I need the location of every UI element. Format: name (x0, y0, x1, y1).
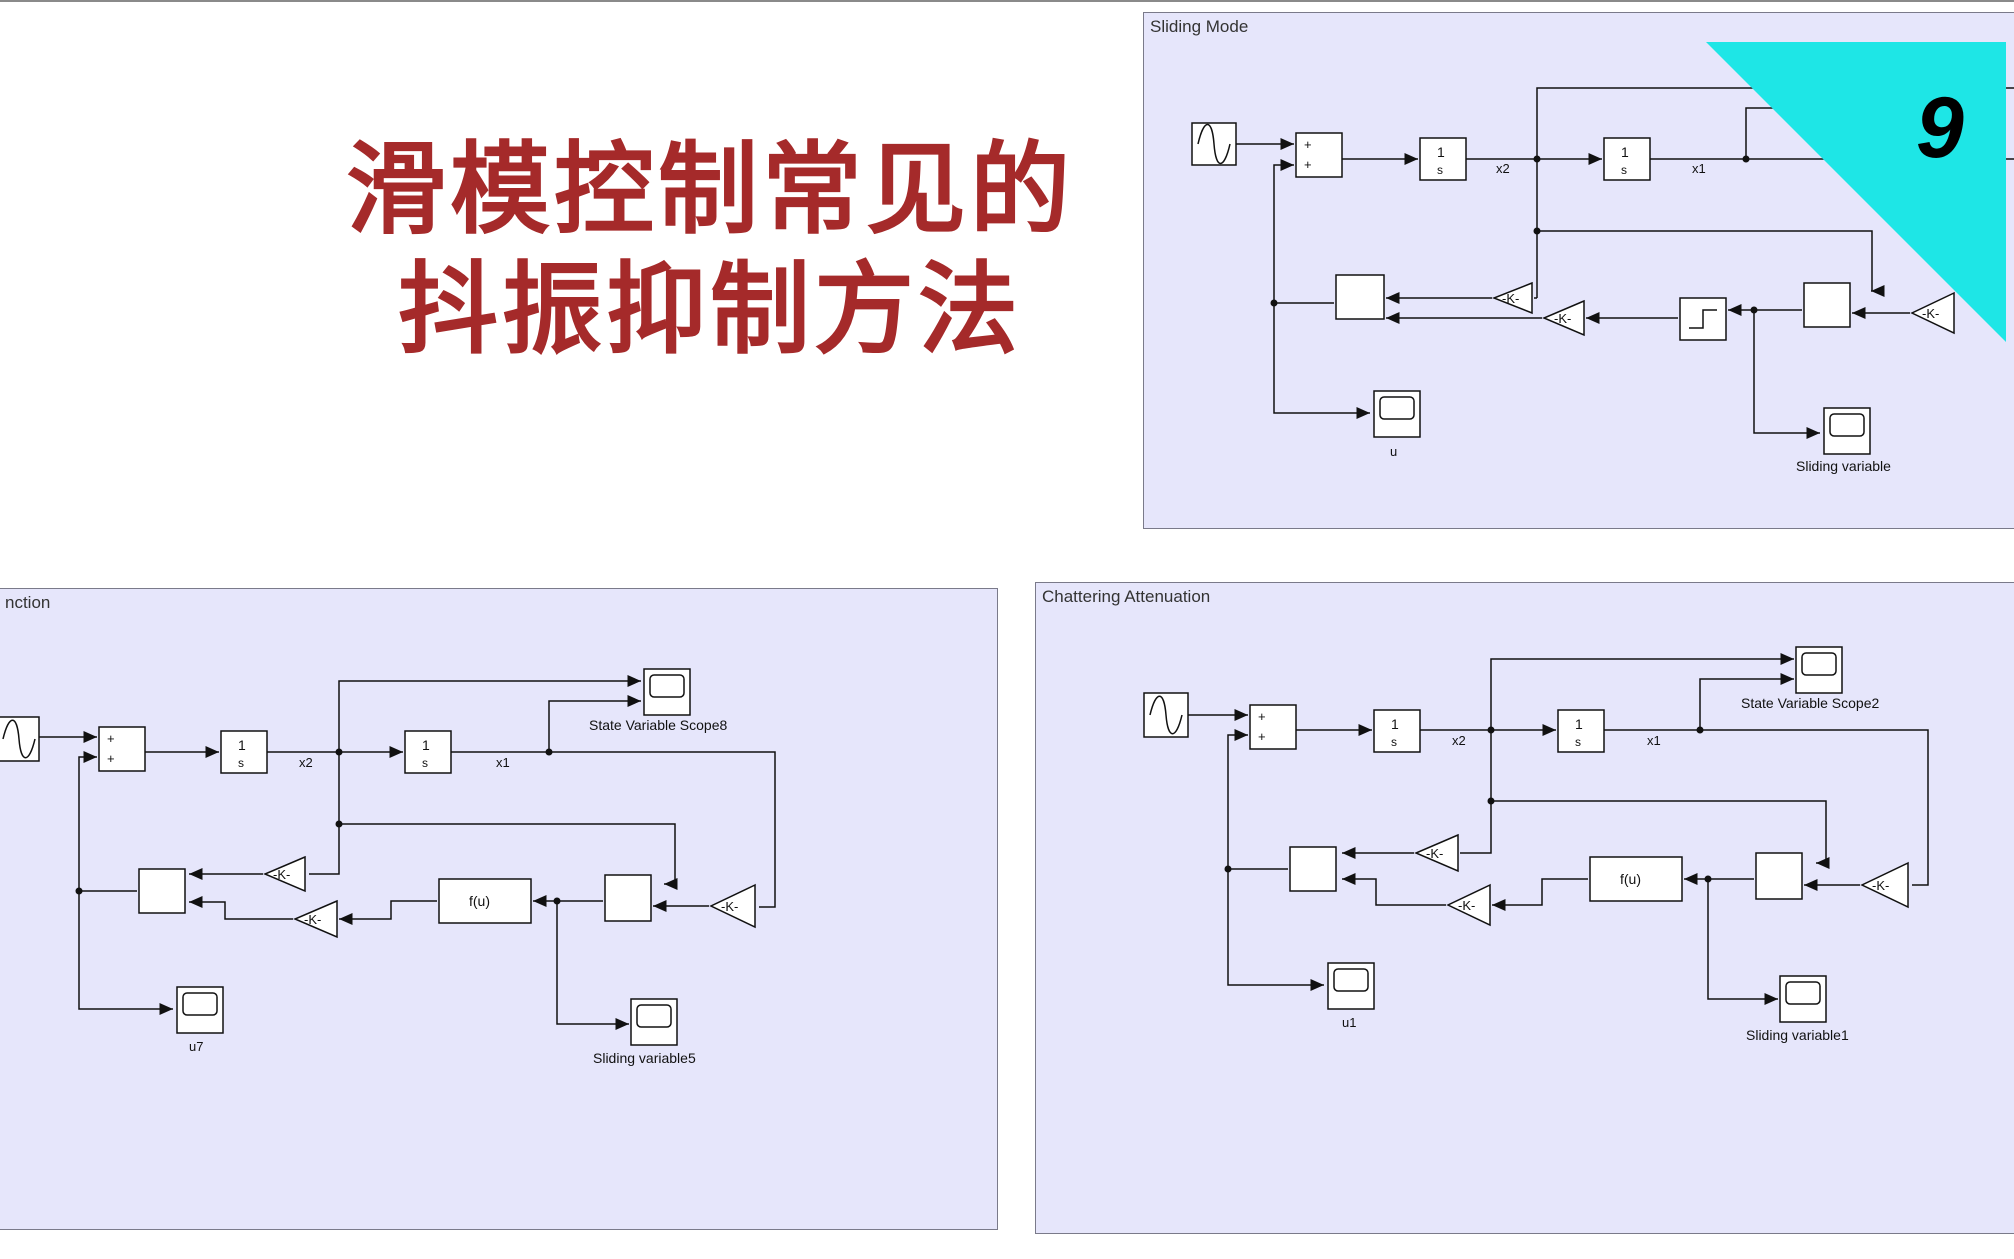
integrator-denominator: s (1575, 735, 1581, 749)
sum-block[interactable] (1295, 132, 1343, 178)
sum-block-2[interactable] (1289, 846, 1337, 892)
badge-number: 9 (1916, 80, 1964, 176)
function-block[interactable] (438, 878, 532, 924)
scope-u[interactable] (176, 986, 224, 1034)
scope-sliding-variable[interactable] (1779, 975, 1827, 1023)
integrator-numerator: 1 (1575, 716, 1583, 732)
gain-label: -K- (1426, 846, 1443, 861)
gain-label: -K- (1554, 311, 1571, 326)
signal-label-x1: x1 (1647, 733, 1661, 748)
gain-label: -K- (1922, 306, 1939, 321)
sum-block-2[interactable] (1335, 274, 1385, 320)
scope-u[interactable] (1373, 390, 1421, 438)
chattering-diagram: + + 1 s 1 s x2 x1 -K- -K- -K- f(u) State… (1143, 646, 1929, 1043)
integrator-numerator: 1 (422, 737, 430, 753)
signal-label-x1: x1 (496, 755, 510, 770)
scope-sliding-label: Sliding variable1 (1746, 1027, 1849, 1043)
panel-title: Sliding Mode (1150, 17, 1249, 36)
title-line-1: 滑模控制常见的 (346, 131, 1074, 248)
sum-sign: + (107, 751, 115, 766)
sum-block-2[interactable] (138, 868, 186, 914)
integrator-numerator: 1 (1437, 144, 1445, 160)
panel-title: nction (5, 593, 51, 612)
integrator-denominator: s (1391, 735, 1397, 749)
sum-sign: + (1304, 137, 1312, 152)
gain-block-1[interactable] (1414, 833, 1459, 873)
gain-label: -K- (721, 899, 738, 914)
integrator-2[interactable] (1603, 137, 1651, 181)
integrator-1[interactable] (1419, 137, 1467, 181)
integrator-2[interactable] (1557, 709, 1605, 753)
episode-badge: 9 (1706, 42, 2006, 342)
integrator-1[interactable] (220, 730, 268, 774)
signal-label-x2: x2 (1452, 733, 1466, 748)
function-label: f(u) (469, 893, 490, 909)
scope-u-label: u1 (1342, 1015, 1356, 1030)
integrator-numerator: 1 (1621, 144, 1629, 160)
page-title: 滑模控制常见的 抖振抑制方法 (340, 130, 1080, 370)
scope-state-variable[interactable] (1795, 646, 1843, 694)
scope-sliding-variable[interactable] (630, 998, 678, 1046)
integrator-numerator: 1 (238, 737, 246, 753)
gain-block-3[interactable] (1860, 861, 1909, 909)
function-label: f(u) (1620, 871, 1641, 887)
sliding-mode-diagram: + + 1 s 1 s x2 x1 -K- -K- -K- u Sliding … (1191, 87, 2014, 474)
signal-label-x1: x1 (1692, 161, 1706, 176)
scope-sliding-label: Sliding variable5 (593, 1050, 696, 1066)
sum-sign: + (1258, 729, 1266, 744)
integrator-denominator: s (422, 756, 428, 770)
gain-block-2[interactable] (1542, 299, 1585, 337)
gain-block-1[interactable] (263, 855, 306, 893)
gain-label: -K- (273, 867, 290, 882)
integrator-numerator: 1 (1391, 716, 1399, 732)
left-diagram-panel[interactable]: nction (0, 588, 998, 1230)
gain-label: -K- (304, 912, 321, 927)
title-line-2: 抖振抑制方法 (398, 251, 1022, 368)
sum-sign: + (1258, 709, 1266, 724)
left-diagram: + + 1 s 1 s x2 x1 -K- -K- -K- f(u) State… (0, 668, 776, 1066)
integrator-2[interactable] (404, 730, 452, 774)
sum-sign: + (107, 731, 115, 746)
scope-u-label: u (1390, 444, 1397, 459)
top-border (0, 0, 2014, 2)
gain-block-2[interactable] (293, 899, 338, 939)
integrator-1[interactable] (1373, 709, 1421, 753)
gain-label: -K- (1502, 291, 1519, 306)
signal-label-x2: x2 (299, 755, 313, 770)
sum-block[interactable] (1249, 704, 1297, 750)
gain-block-3[interactable] (709, 883, 756, 929)
integrator-denominator: s (1437, 163, 1443, 177)
gain-label: -K- (1872, 878, 1889, 893)
scope-u[interactable] (1327, 962, 1375, 1010)
sum-block-3[interactable] (1803, 282, 1851, 328)
sum-sign: + (1304, 157, 1312, 172)
function-block[interactable] (1589, 856, 1683, 902)
sum-block-3[interactable] (1755, 852, 1803, 900)
gain-label: -K- (1458, 898, 1475, 913)
sum-block[interactable] (98, 726, 146, 772)
scope-state-variable[interactable] (643, 668, 691, 716)
integrator-denominator: s (238, 756, 244, 770)
gain-block-1[interactable] (1491, 281, 1533, 315)
sum-block-3[interactable] (604, 874, 652, 922)
gain-block-3[interactable] (1910, 291, 1955, 335)
panel-title: Chattering Attenuation (1042, 587, 1211, 606)
scope-sliding-variable[interactable] (1823, 407, 1871, 455)
scope-state-label: State Variable Scope2 (1741, 695, 1879, 711)
signal-label-x2: x2 (1496, 161, 1510, 176)
scope-sliding-label: Sliding variable (1796, 458, 1891, 474)
integrator-denominator: s (1621, 163, 1627, 177)
scope-state-label: State Variable Scope8 (589, 717, 727, 733)
scope-u-label: u7 (189, 1039, 203, 1054)
gain-block-2[interactable] (1446, 883, 1491, 927)
chattering-attenuation-panel[interactable]: Chattering Attenuation (1035, 582, 2014, 1234)
